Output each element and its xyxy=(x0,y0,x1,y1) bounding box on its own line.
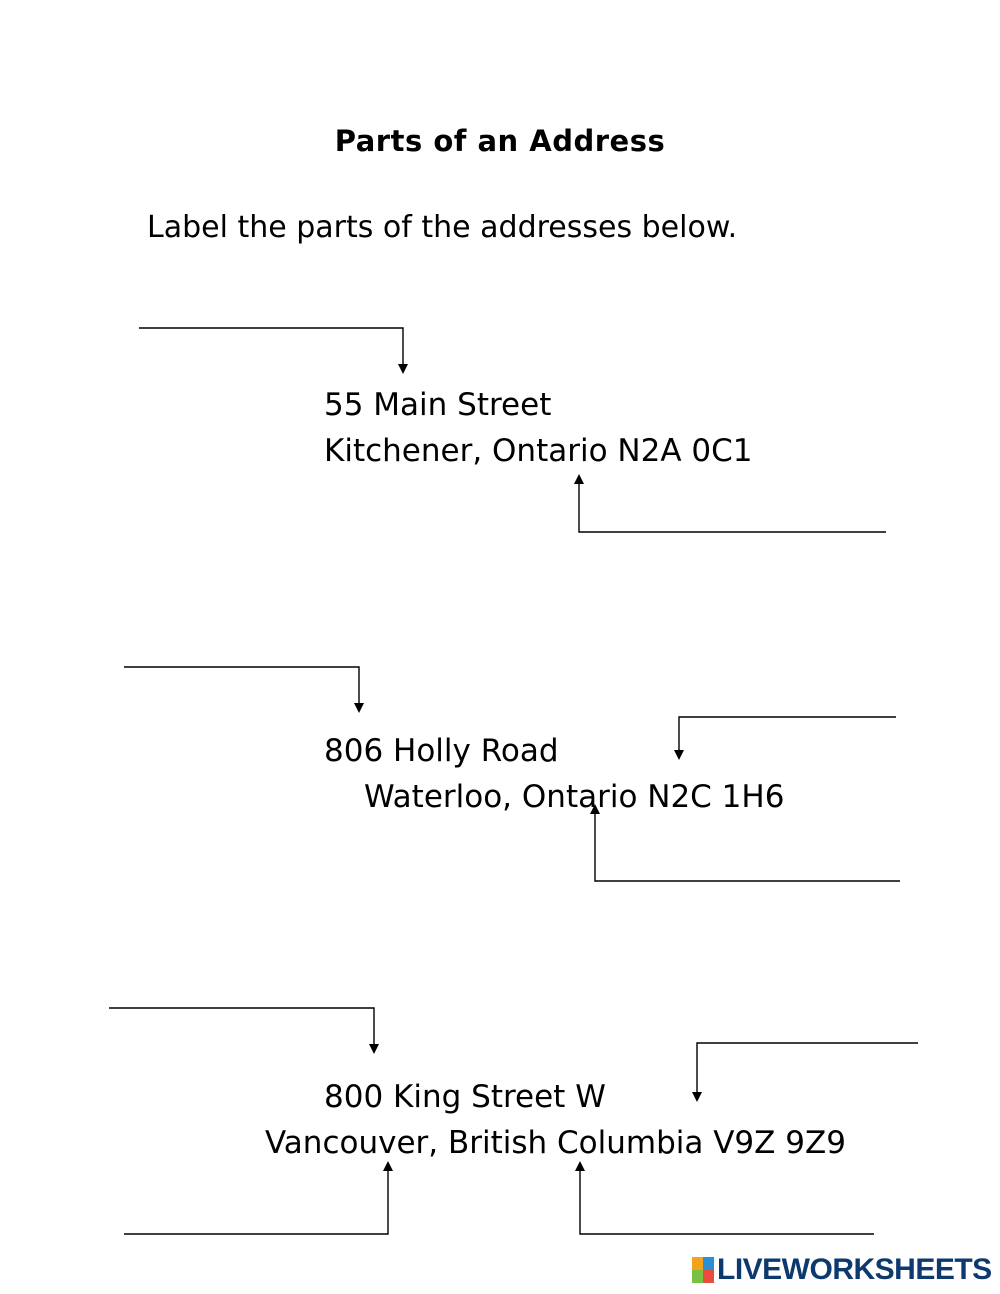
label-line-address-3-house-number xyxy=(696,1042,918,1100)
label-line-address-1-street xyxy=(139,327,404,372)
arrowhead-down xyxy=(674,750,684,760)
liveworksheets-logo-icon xyxy=(692,1257,714,1283)
label-line-address-2-street xyxy=(124,666,360,711)
liveworksheets-brand-text: LIVEWORKSHEETS xyxy=(717,1253,992,1286)
address-3-street-line: 800 King Street W xyxy=(324,1079,606,1115)
address-2-street-line: 806 Holly Road xyxy=(324,733,559,769)
liveworksheets-logo: LIVEWORKSHEETS xyxy=(692,1253,992,1286)
label-line-address-3-city xyxy=(124,1163,389,1235)
address-1-street-line: 55 Main Street xyxy=(324,387,552,423)
arrowhead-down xyxy=(398,364,408,374)
label-line-address-2-house-number xyxy=(678,716,896,758)
label-line-address-3-province xyxy=(579,1163,874,1235)
arrowhead-down xyxy=(692,1092,702,1102)
arrowhead-up xyxy=(383,1161,393,1171)
arrowhead-down xyxy=(369,1044,379,1054)
arrowhead-up xyxy=(574,474,584,484)
label-line-address-1-postal-code xyxy=(578,476,886,533)
arrowhead-up xyxy=(590,804,600,814)
page-title: Parts of an Address xyxy=(334,124,666,158)
address-1-city-line: Kitchener, Ontario N2A 0C1 xyxy=(324,433,753,469)
arrowhead-down xyxy=(354,703,364,713)
address-2-city-line: Waterloo, Ontario N2C 1H6 xyxy=(364,779,785,815)
arrowhead-up xyxy=(575,1161,585,1171)
instructions-text: Label the parts of the addresses below. xyxy=(147,210,738,245)
address-3-city-line: Vancouver, British Columbia V9Z 9Z9 xyxy=(265,1125,846,1161)
label-line-address-2-province xyxy=(594,806,900,882)
label-line-address-3-street xyxy=(109,1007,375,1052)
